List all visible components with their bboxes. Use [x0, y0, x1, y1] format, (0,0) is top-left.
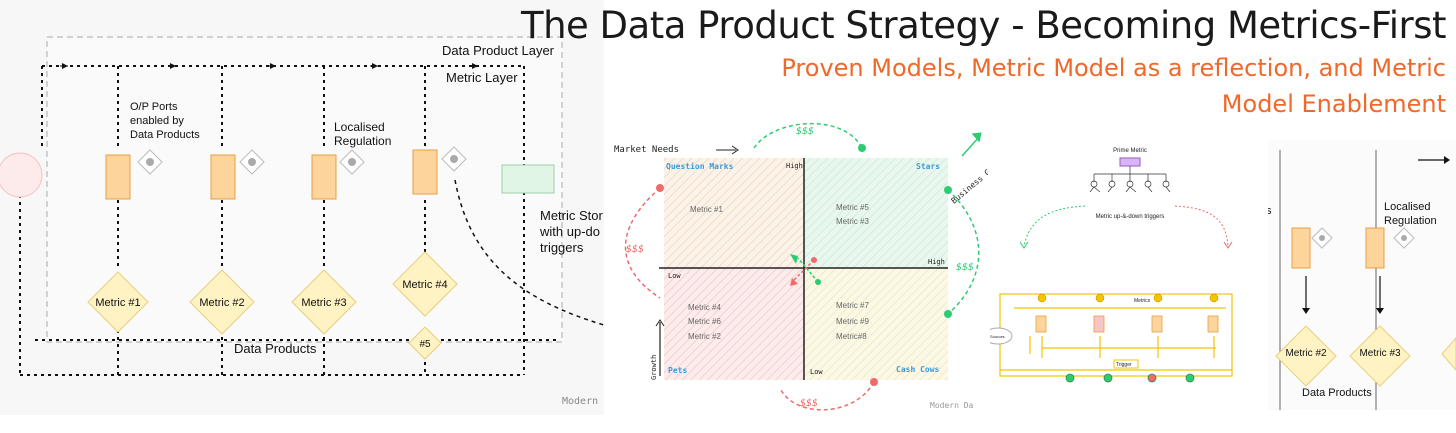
- money-left: $$$: [626, 244, 644, 255]
- metric-3-label: Metric #3: [301, 297, 346, 309]
- metric-2-label: Metric #2: [199, 297, 244, 309]
- op-ports-label-2: enabled by: [130, 115, 184, 127]
- right-localised-2: Regulation: [1384, 215, 1437, 227]
- edge-letter: s: [1268, 205, 1272, 217]
- high-top-label: High: [786, 162, 803, 170]
- growth-label: Growth: [650, 355, 658, 380]
- bcg-matrix-diagram: Market Needs Question Marks High Stars H…: [604, 118, 988, 423]
- metric-4-label: Metric #4: [402, 279, 447, 291]
- port-group: [105, 149, 555, 200]
- q2-metric-1: Metric #5: [836, 203, 869, 212]
- left-watermark: Modern: [562, 396, 598, 407]
- right-crop-canvas: s Localised Regulation Metric #2 Metric …: [1268, 150, 1456, 410]
- high-right-label: High: [928, 258, 945, 266]
- op-ports-label-1: O/P Ports: [130, 101, 178, 113]
- metric-tree-canvas: Prime Metric Metric up-&-down triggers: [990, 148, 1233, 383]
- right-metric-2: Metric #2: [1285, 348, 1327, 359]
- q3-metric-3: Metric #2: [688, 332, 721, 341]
- right-metric-3: Metric #3: [1359, 348, 1401, 359]
- q4-metric-2: Metric #9: [836, 317, 869, 326]
- question-marks-label: Question Marks: [666, 161, 734, 171]
- quadrant-stars: [804, 158, 948, 268]
- metric-diamonds: [87, 251, 458, 360]
- pets-label: Pets: [668, 366, 687, 375]
- metric-store-label-2: with up-do: [539, 224, 600, 239]
- page-title: The Data Product Strategy - Becoming Met…: [520, 4, 1447, 47]
- source-circle: [0, 152, 43, 198]
- port-diamond-icons: [137, 146, 467, 175]
- localised-label-2: Regulation: [334, 134, 391, 148]
- data-product-layer-diagram: Data Product Layer Metric Layer: [0, 0, 604, 415]
- metric-store-label-1: Metric Stor: [540, 208, 604, 223]
- page-subtitle: Proven Models, Metric Model as a reflect…: [781, 54, 1446, 118]
- quadrant-question-marks: [664, 158, 804, 268]
- metric-1-label: Metric #1: [95, 297, 140, 309]
- bcg-matrix-canvas: Market Needs Question Marks High Stars H…: [614, 122, 988, 411]
- quadrant-pets: [664, 268, 804, 380]
- quadrant-cash-cows: [804, 268, 948, 380]
- q4-metric-3: Metric#8: [836, 332, 867, 341]
- trigger-label: Trigger: [1116, 362, 1132, 368]
- right-data-products: Data Products: [1302, 387, 1372, 399]
- data-product-layer-label: Data Product Layer: [442, 43, 555, 58]
- q4-metric-1: Metric #7: [836, 301, 869, 310]
- q3-metric-2: Metric #6: [688, 317, 721, 326]
- q1-metric-1: Metric #1: [690, 205, 723, 214]
- right-localised-1: Localised: [1384, 201, 1430, 213]
- prime-metric-label: Prime Metric: [1113, 148, 1147, 154]
- metric-tree-diagram: Prime Metric Metric up-&-down triggers: [990, 118, 1238, 388]
- left-diagram-canvas: Data Product Layer Metric Layer: [0, 36, 604, 407]
- op-ports-label-3: Data Products: [130, 129, 200, 141]
- metric-layer-label: Metric Layer: [446, 70, 518, 85]
- low-left-label: Low: [668, 272, 681, 280]
- money-bottom: $$$: [800, 398, 818, 409]
- money-top: $$$: [796, 126, 814, 137]
- data-products-label: Data Products: [234, 341, 317, 356]
- sources-label: Sources: [990, 334, 1005, 339]
- stars-label: Stars: [916, 162, 940, 171]
- metric-store-label-3: triggers: [540, 240, 584, 255]
- money-right: $$$: [956, 262, 974, 273]
- metrics-label: Metrics: [1134, 298, 1151, 304]
- q3-metric-1: Metric #4: [688, 303, 721, 312]
- triggers-label: Metric up-&-down triggers: [1096, 214, 1165, 220]
- center-watermark: Modern Da: [930, 401, 974, 410]
- cash-cows-label: Cash Cows: [896, 365, 940, 374]
- market-needs-label: Market Needs: [614, 145, 679, 155]
- q2-metric-2: Metric #3: [836, 217, 869, 226]
- localised-label-1: Localised: [334, 120, 385, 134]
- metric-5-label: #5: [419, 339, 431, 350]
- low-bottom-label: Low: [810, 368, 823, 376]
- data-product-crop-diagram: s Localised Regulation Metric #2 Metric …: [1268, 140, 1456, 410]
